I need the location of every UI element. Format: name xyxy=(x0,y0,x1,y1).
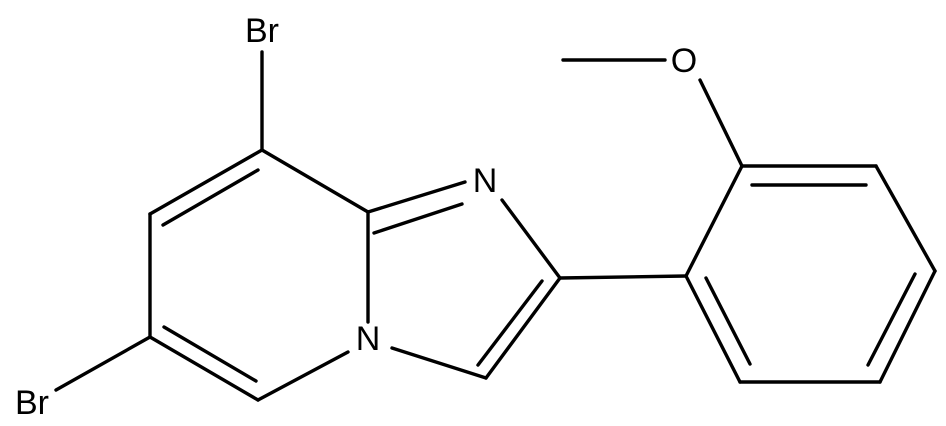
atom-br-top: Br xyxy=(245,12,279,50)
atom-br-bottom: Br xyxy=(15,384,49,422)
bond-c2-c3 xyxy=(484,276,562,380)
atom-n-imidazole: N xyxy=(473,162,498,200)
atom-n-bridge: N xyxy=(356,320,381,358)
bond-c8a-n1 xyxy=(366,180,467,214)
bond-c8a-n1-inner xyxy=(372,202,464,235)
bond-c8-c7 xyxy=(148,148,264,216)
bond-c3-n4 xyxy=(390,346,488,380)
bond-ar2-o xyxy=(698,78,744,168)
bond-ar6-ar1-inner xyxy=(704,276,752,366)
bond-ar1-ar2 xyxy=(684,164,744,278)
bond-c2-c3-inner xyxy=(476,279,544,367)
bond-c8-c7-inner xyxy=(161,168,260,227)
bond-c6-br xyxy=(54,335,152,392)
bond-ar6-ar1 xyxy=(684,274,742,384)
bond-c2-aryl xyxy=(558,274,688,280)
bond-c6-c5-inner xyxy=(162,325,258,383)
bond-c5-n4 xyxy=(256,350,350,402)
bond-ar4-ar5 xyxy=(878,269,937,384)
bond-n1-c2 xyxy=(500,198,562,280)
bond-ar4-ar5-inner xyxy=(866,272,917,367)
bond-c8-c8a xyxy=(260,148,370,214)
bond-ar3-ar4 xyxy=(874,164,937,273)
bond-c6-c5 xyxy=(148,335,260,402)
atom-o-methoxy: O xyxy=(671,42,697,80)
